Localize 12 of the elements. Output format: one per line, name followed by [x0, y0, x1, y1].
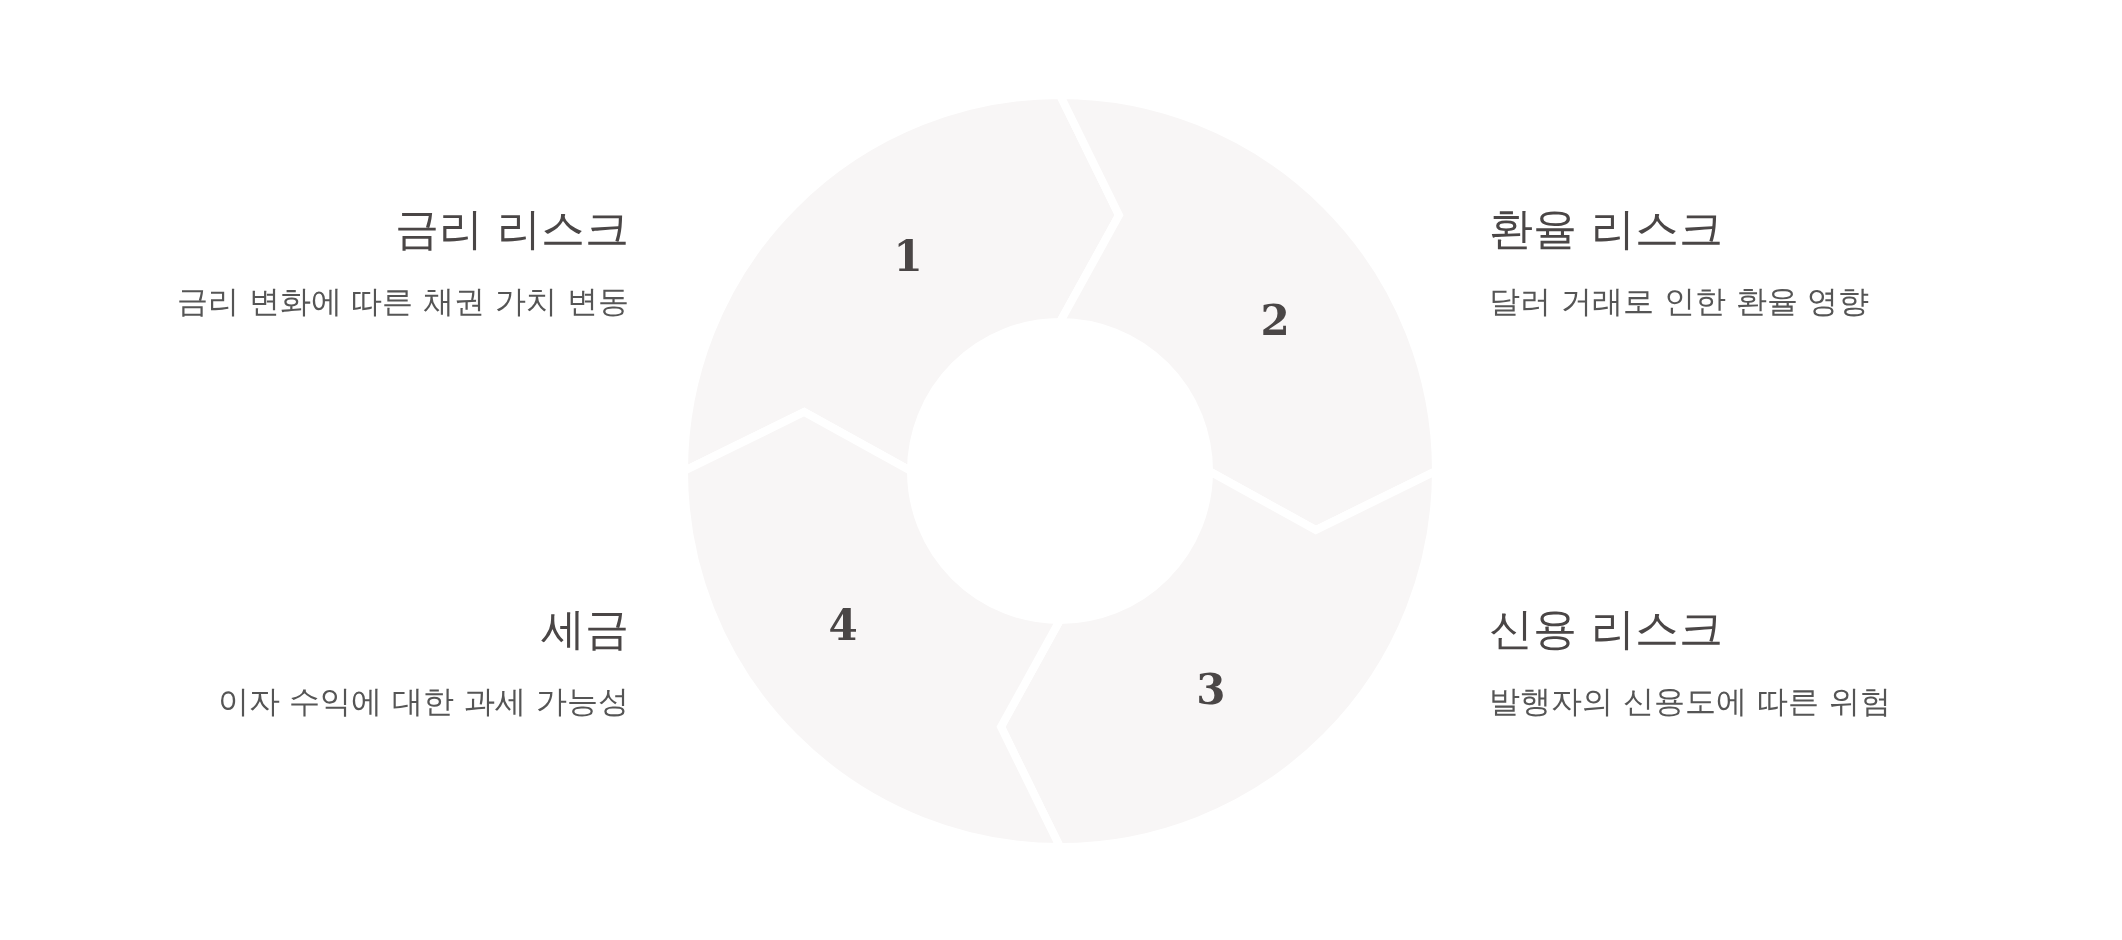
risk-heading: 환율 리스크 — [1489, 202, 1723, 256]
risk-description: 이자 수익에 대한 과세 가능성 — [217, 682, 629, 721]
risk-description: 달러 거래로 인한 환율 영향 — [1489, 282, 1870, 321]
risk-description: 금리 변화에 따른 채권 가치 변동 — [176, 282, 629, 321]
step-number: 1 — [893, 236, 923, 278]
risk-heading: 금리 리스크 — [395, 202, 629, 256]
step-number: 4 — [828, 605, 858, 647]
risk-heading: 세금 — [541, 602, 629, 656]
risk-heading: 신용 리스크 — [1489, 602, 1723, 656]
step-number: 2 — [1260, 300, 1290, 342]
risk-description: 발행자의 신용도에 따른 위험 — [1489, 682, 1891, 721]
step-number: 3 — [1196, 669, 1226, 711]
